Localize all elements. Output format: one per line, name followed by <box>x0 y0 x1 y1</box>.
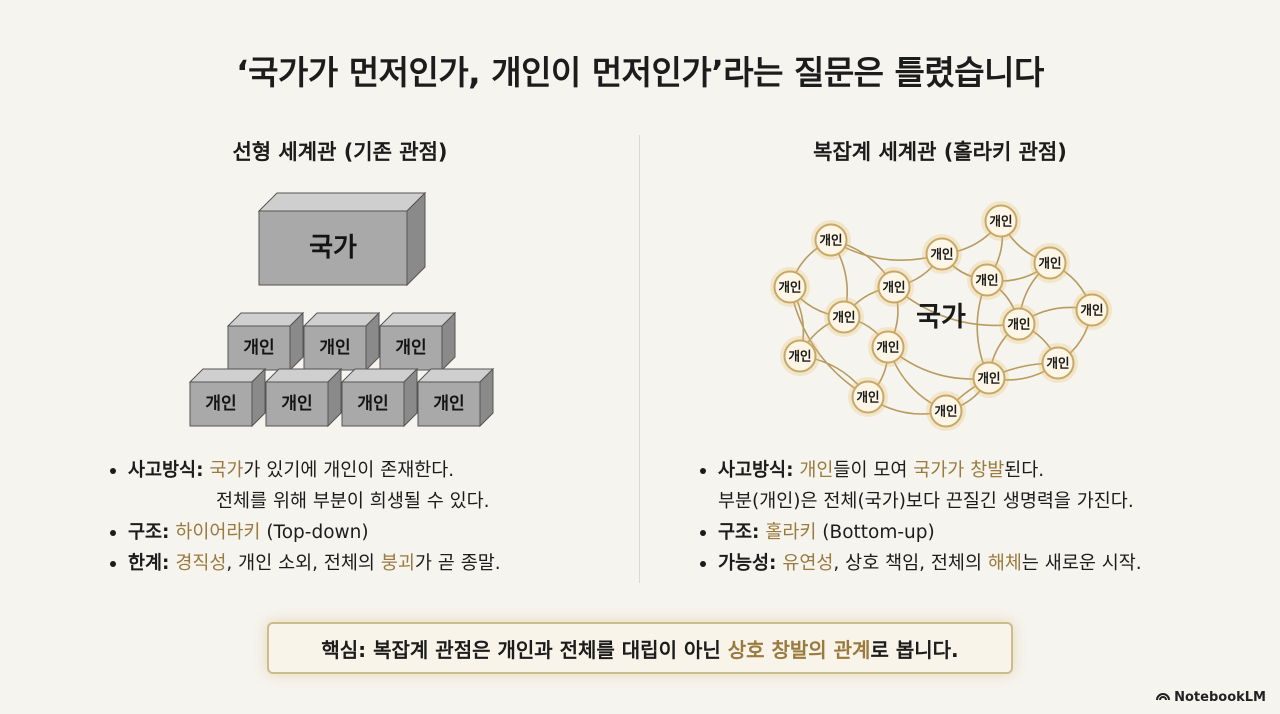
block-label: 국가 <box>309 233 357 263</box>
node-label: 개인 <box>1046 356 1069 371</box>
linear-bullet-list: 사고방식: 국가가 있기에 개인이 존재한다. 전체를 위해 부분이 희생될 수… <box>108 455 501 579</box>
complex-worldview-heading: 복잡계 세계관 (홀라키 관점) <box>813 140 1067 164</box>
node-label: 개인 <box>856 390 879 405</box>
network-center-label: 국가 <box>916 302 966 333</box>
individual-node: 개인 <box>999 304 1039 344</box>
individual-block: 개인 <box>416 367 495 428</box>
block-label: 개인 <box>357 394 389 414</box>
block-label: 개인 <box>281 394 313 414</box>
individual-node: 개인 <box>811 220 851 260</box>
bullet-continuation: 부분(개인)은 전체(국가)보다 끈질긴 생명력을 가진다. <box>718 491 1134 512</box>
individual-node: 개인 <box>1072 290 1112 330</box>
individual-node: 개인 <box>824 297 864 337</box>
individual-node: 개인 <box>981 201 1021 241</box>
individual-block: 개인 <box>264 367 343 428</box>
individual-block: 개인 <box>226 311 305 372</box>
block-label: 개인 <box>319 338 351 358</box>
node-label: 개인 <box>882 280 905 295</box>
node-label: 개인 <box>977 371 1000 386</box>
block-label: 개인 <box>395 338 427 358</box>
node-label: 개인 <box>989 214 1012 229</box>
node-label: 개인 <box>876 340 899 355</box>
bullet-structure: 구조: 하이어라키 (Top-down) <box>108 517 501 548</box>
individual-node: 개인 <box>1030 243 1070 283</box>
individual-node: 개인 <box>770 267 810 307</box>
individual-node: 개인 <box>969 358 1009 398</box>
block-label: 개인 <box>433 394 465 414</box>
slide-title: ‘국가가 먼저인가, 개인이 먼저인가’라는 질문은 틀렸습니다 <box>236 53 1044 92</box>
bullet-possibilities: 가능성: 유연성, 상호 책임, 전체의 해체는 새로운 시작. <box>698 548 1142 579</box>
bullet-thinking: 사고방식: 개인들이 모여 국가가 창발된다. 부분(개인)은 전체(국가)보다… <box>698 455 1142 517</box>
individual-node: 개인 <box>868 327 908 367</box>
individual-node: 개인 <box>926 391 966 431</box>
node-label: 개인 <box>1038 256 1061 271</box>
node-label: 개인 <box>930 247 953 262</box>
bullet-structure: 구조: 홀라키 (Bottom-up) <box>698 517 1142 548</box>
individual-node: 개인 <box>967 260 1007 300</box>
individual-node: 개인 <box>848 377 888 417</box>
individual-node: 개인 <box>874 267 914 307</box>
node-label: 개인 <box>832 310 855 325</box>
individual-node: 개인 <box>922 234 962 274</box>
key-summary-box: 핵심: 복잡계 관점은 개인과 전체를 대립이 아닌 상호 창발의 관계로 봅니… <box>267 622 1013 674</box>
node-label: 개인 <box>788 349 811 364</box>
linear-worldview-heading: 선형 세계관 (기존 관점) <box>232 140 448 164</box>
node-label: 개인 <box>975 273 998 288</box>
complex-bullet-list: 사고방식: 개인들이 모여 국가가 창발된다. 부분(개인)은 전체(국가)보다… <box>698 455 1142 579</box>
individual-node: 개인 <box>1038 343 1078 383</box>
column-divider <box>639 135 640 583</box>
node-label: 개인 <box>1007 317 1030 332</box>
brand-watermark: NotebookLM <box>1156 690 1266 705</box>
block-label: 개인 <box>205 394 237 414</box>
bullet-limits: 한계: 경직성, 개인 소외, 전체의 붕괴가 곧 종말. <box>108 548 501 579</box>
individual-block: 개인 <box>188 367 267 428</box>
node-label: 개인 <box>778 280 801 295</box>
node-label: 개인 <box>934 404 957 419</box>
node-label: 개인 <box>819 233 842 248</box>
individual-block: 개인 <box>378 311 457 372</box>
individual-block: 개인 <box>340 367 419 428</box>
individual-block: 개인 <box>302 311 381 372</box>
individual-node: 개인 <box>780 336 820 376</box>
node-label: 개인 <box>1080 303 1103 318</box>
notebooklm-logo-icon <box>1156 690 1171 705</box>
block-label: 개인 <box>243 338 275 358</box>
bullet-thinking: 사고방식: 국가가 있기에 개인이 존재한다. 전체를 위해 부분이 희생될 수… <box>108 455 501 517</box>
bullet-continuation: 전체를 위해 부분이 희생될 수 있다. <box>216 491 490 512</box>
nation-block: 국가 <box>257 191 427 287</box>
